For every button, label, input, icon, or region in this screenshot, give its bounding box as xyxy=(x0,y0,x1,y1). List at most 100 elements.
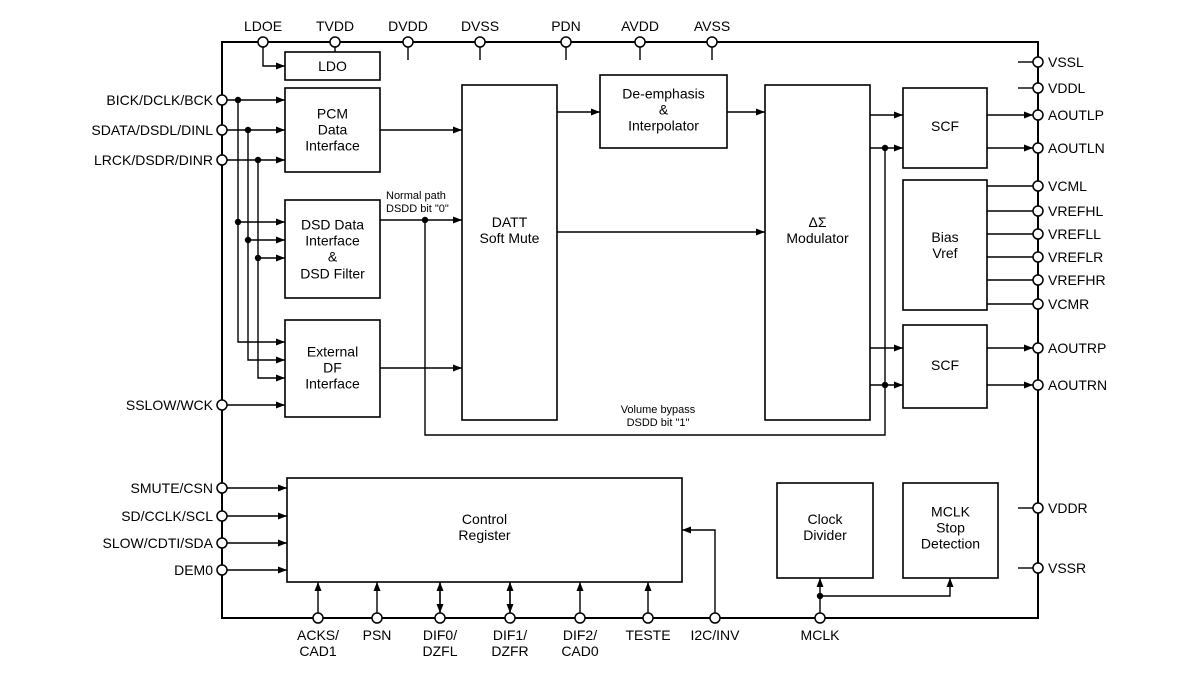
control-register-box xyxy=(286,477,683,583)
pin-label-vcml: VCML xyxy=(1048,177,1087,194)
block-label-pcm: PCM Data Interface xyxy=(305,105,360,155)
junction-dot xyxy=(254,254,262,262)
pin-dif1-dzfr xyxy=(504,612,516,624)
block-label-ldo: LDO xyxy=(318,57,347,74)
pin-aoutrp xyxy=(1032,342,1044,354)
pin-sd-cclk-scl xyxy=(216,510,228,522)
wire-volume-bypass xyxy=(424,148,886,436)
pin-mclk xyxy=(814,612,826,624)
pin-label-vrefll: VREFLL xyxy=(1048,225,1101,242)
block-label-delta-sigma: ΔΣ Modulator xyxy=(786,213,849,246)
chip-boundary-box xyxy=(221,41,1039,619)
annotation-volume-bypass: Volume bypass DSDD bit "1" xyxy=(620,404,696,430)
pin-label-ldoe: LDOE xyxy=(243,18,283,34)
wire-mclk-to-stop-detection xyxy=(820,578,954,597)
block-label-bias-vref: Bias Vref xyxy=(931,228,959,261)
clock-divider-box xyxy=(776,482,874,579)
block-label-clock-divider: Clock Divider xyxy=(803,510,847,543)
pcm-data-interface-box xyxy=(284,87,381,173)
wire-ldoe-to-ldo xyxy=(262,47,285,70)
block-label-control-register: Control Register xyxy=(458,510,511,543)
pin-label-slow-cdti-sda: SLOW/CDTI/SDA xyxy=(102,534,213,551)
external-df-interface-box xyxy=(284,319,381,418)
pin-label-smute: SMUTE/CSN xyxy=(130,479,213,496)
pin-dif0-dzfl xyxy=(434,612,446,624)
junction-dot xyxy=(881,144,889,152)
scf-right-box xyxy=(902,324,988,409)
pin-slow-cdti-sda xyxy=(216,537,228,549)
wire-lrck-branch-to-extdf xyxy=(257,160,285,382)
pin-dvdd xyxy=(402,36,414,48)
pin-label-vreflr: VREFLR xyxy=(1048,248,1104,265)
bias-vref-box xyxy=(902,179,988,311)
pin-label-avdd: AVDD xyxy=(621,18,659,34)
pin-bick xyxy=(216,94,228,106)
pin-pdn xyxy=(560,36,572,48)
wire-i2c-to-control xyxy=(682,526,716,613)
pin-psn xyxy=(371,612,383,624)
pin-label-bick: BICK/DCLK/BCK xyxy=(106,91,213,108)
pin-aoutrn xyxy=(1032,379,1044,391)
pin-label-dem0: DEM0 xyxy=(174,561,213,578)
junction-dot xyxy=(421,216,429,224)
pin-label-vssl: VSSL xyxy=(1048,53,1084,70)
pin-tvdd xyxy=(329,36,341,48)
pin-acks-cad1 xyxy=(312,612,324,624)
pin-dif2-cad0 xyxy=(574,612,586,624)
pin-label-acks-cad1: ACKS/ CAD1 xyxy=(296,627,340,660)
pin-label-vddl: VDDL xyxy=(1048,79,1086,96)
junction-dot xyxy=(244,236,252,244)
pin-circles xyxy=(216,36,1044,624)
pin-vrefll xyxy=(1032,228,1044,240)
pin-vreflr xyxy=(1032,251,1044,263)
pin-vddl xyxy=(1032,82,1044,94)
annotation-normal-path: Normal path DSDD bit "0" xyxy=(386,190,449,216)
block-label-scf-right: SCF xyxy=(931,356,959,373)
scf-left-box xyxy=(902,87,988,169)
pin-label-dif2-cad0: DIF2/ CAD0 xyxy=(561,627,599,660)
pin-label-aoutlp: AOUTLP xyxy=(1048,106,1105,123)
dsd-data-interface-box xyxy=(284,199,381,299)
pin-sdata xyxy=(216,124,228,136)
pin-avss xyxy=(706,36,718,48)
pin-ldoe xyxy=(257,36,269,48)
pin-label-vrefhl: VREFHL xyxy=(1048,202,1104,219)
mclk-stop-detection-box xyxy=(902,482,999,579)
junction-dot xyxy=(254,156,262,164)
datt-soft-mute-box xyxy=(461,84,558,421)
pin-aoutlp xyxy=(1032,109,1044,121)
wire-sdata-branch-to-extdf xyxy=(247,130,285,364)
pin-label-i2c-inv: I2C/INV xyxy=(690,627,740,643)
pin-vrefhl xyxy=(1032,205,1044,217)
pin-label-pdn: PDN xyxy=(551,18,581,34)
junction-dots xyxy=(234,96,889,600)
pin-label-sslow: SSLOW/WCK xyxy=(125,396,213,413)
pin-label-mclk: MCLK xyxy=(800,627,840,643)
pin-label-vrefhr: VREFHR xyxy=(1048,271,1106,288)
pin-label-sdata: SDATA/DSDL/DINL xyxy=(91,121,213,138)
pin-label-teste: TESTE xyxy=(625,627,671,643)
junction-dot xyxy=(244,126,252,134)
pin-vssr xyxy=(1032,562,1044,574)
block-boxes xyxy=(284,51,999,583)
pin-label-lrck: LRCK/DSDR/DINR xyxy=(93,151,213,168)
pin-vddr xyxy=(1032,502,1044,514)
pin-teste xyxy=(642,612,654,624)
pin-label-vcmr: VCMR xyxy=(1048,295,1090,312)
pin-sslow xyxy=(216,399,228,411)
pin-label-vddr: VDDR xyxy=(1048,499,1088,516)
pin-label-aoutln: AOUTLN xyxy=(1048,139,1105,156)
delta-sigma-modulator-box xyxy=(764,84,871,421)
pin-label-vssr: VSSR xyxy=(1048,559,1087,576)
pin-label-avss: AVSS xyxy=(693,18,731,34)
pin-aoutln xyxy=(1032,142,1044,154)
pin-vrefhr xyxy=(1032,274,1044,286)
pin-i2c-inv xyxy=(709,612,721,624)
pin-lrck xyxy=(216,154,228,166)
junction-dot xyxy=(816,592,824,600)
pin-smute xyxy=(216,482,228,494)
connection-lines xyxy=(227,47,1033,613)
pin-label-aoutrp: AOUTRP xyxy=(1048,339,1107,356)
block-label-datt: DATT Soft Mute xyxy=(479,213,540,246)
